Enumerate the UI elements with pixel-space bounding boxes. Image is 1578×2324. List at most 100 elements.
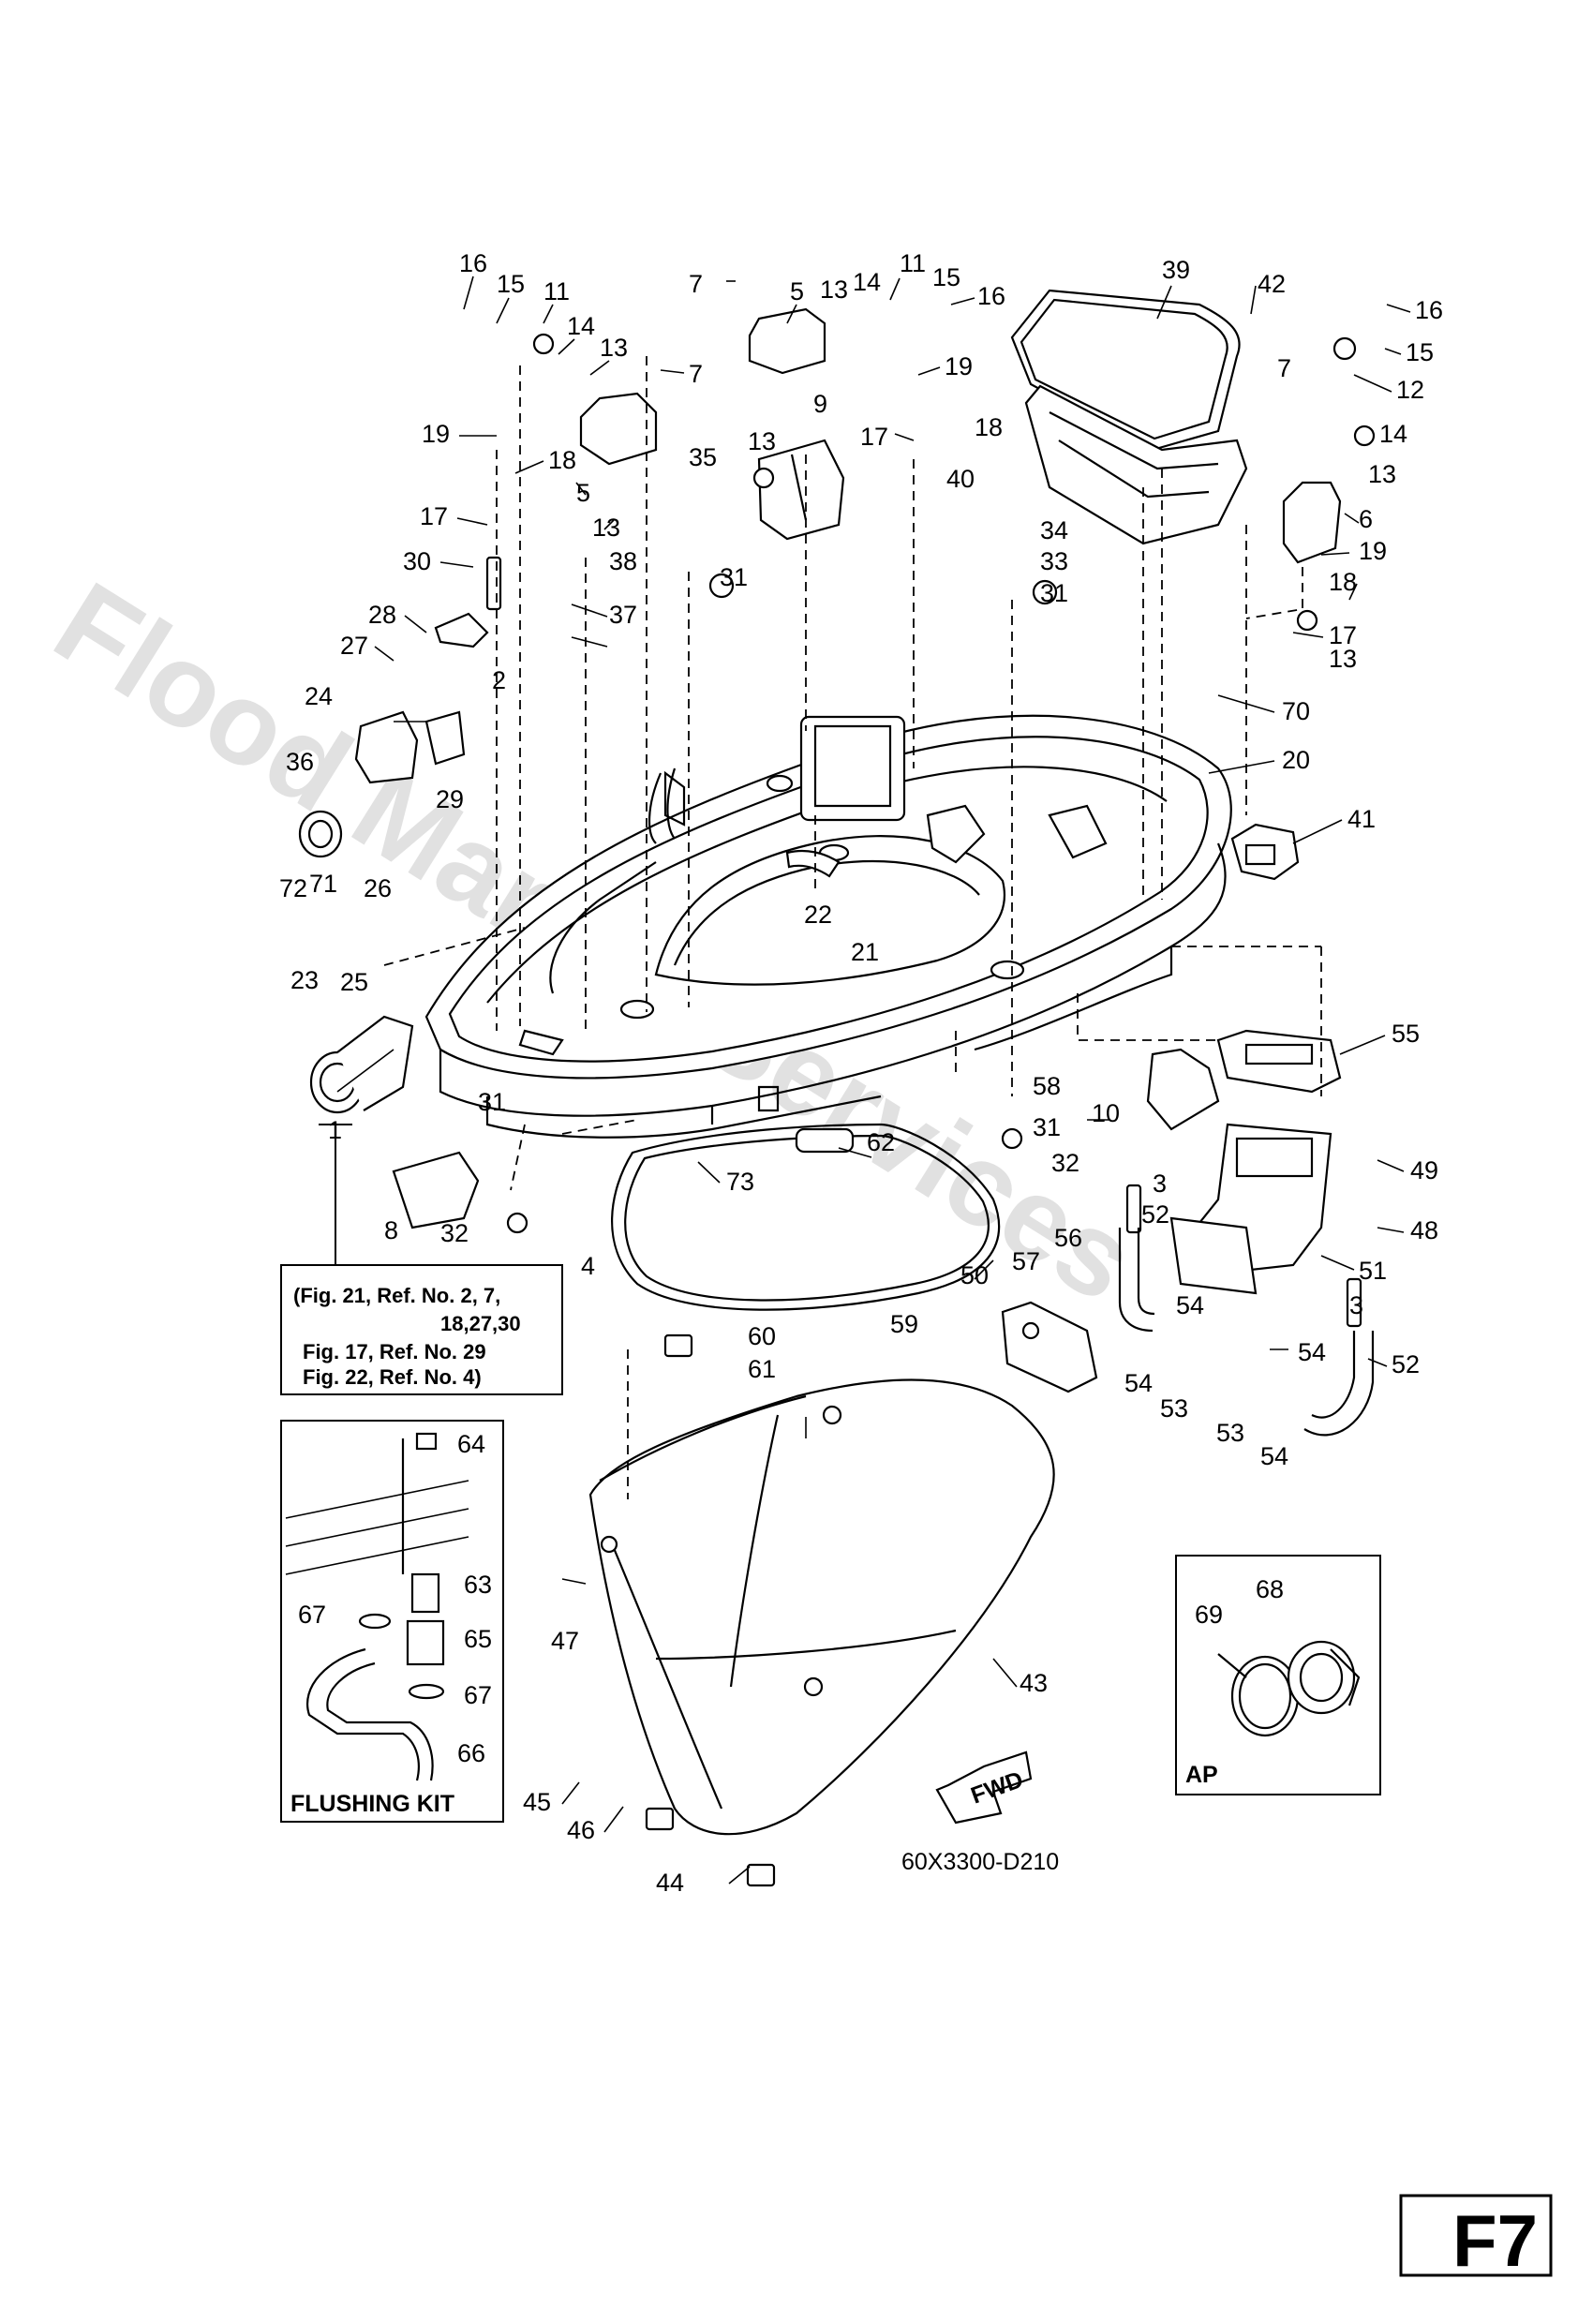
callout-label: 58 — [1033, 1072, 1061, 1100]
callout-label: 12 — [1396, 376, 1424, 404]
lower-cover — [588, 1378, 1055, 1836]
fwd-arrow: FWD — [935, 1750, 1033, 1825]
callout-label: 7 — [689, 270, 703, 298]
callout-label: 68 — [1256, 1575, 1284, 1603]
leader-lines — [336, 276, 1411, 1885]
callout-label: 24 — [305, 682, 333, 710]
callout-label: 19 — [945, 352, 973, 380]
ref-line-2: 18,27,30 — [440, 1312, 521, 1335]
callout-label: 54 — [1298, 1338, 1326, 1366]
callout-label: 7 — [689, 360, 703, 388]
callout-label: 11 — [900, 249, 926, 277]
callout-label: 10 — [1092, 1099, 1120, 1127]
callout-label: 72 — [279, 874, 307, 902]
hoses — [1118, 1228, 1375, 1437]
callout-label: 53 — [1160, 1394, 1188, 1423]
flushing-kit-box: FLUSHING KIT — [280, 1420, 504, 1823]
ap-box-title: AP — [1185, 1762, 1218, 1788]
callout-label: 65 — [464, 1625, 492, 1653]
callout-label: 3 — [1153, 1169, 1167, 1198]
callout-label: 45 — [523, 1788, 551, 1816]
callout-label: 40 — [946, 465, 975, 493]
ap-box: AP — [1175, 1555, 1381, 1795]
callout-label: 52 — [1141, 1200, 1169, 1229]
callout-label: 32 — [440, 1219, 469, 1247]
callout-label: 19 — [422, 420, 450, 448]
callout-label: 13 — [820, 276, 848, 304]
callout-label: 34 — [1040, 516, 1068, 544]
callout-label: 14 — [567, 312, 595, 340]
callout-label: 53 — [1216, 1419, 1244, 1447]
callout-label: 25 — [340, 968, 368, 996]
callout-label: 17 — [860, 423, 888, 451]
callout-label: 16 — [459, 249, 487, 277]
callout-label: 17 — [1329, 621, 1357, 649]
callout-label: 20 — [1282, 746, 1310, 774]
callout-label: 5 — [790, 277, 804, 305]
callout-label: 63 — [464, 1571, 492, 1599]
callout-label: 21 — [851, 938, 879, 966]
callout-label: 59 — [890, 1310, 918, 1338]
callout-label: 60 — [748, 1322, 776, 1350]
callout-label: 31 — [1040, 579, 1068, 607]
callout-label: 73 — [726, 1168, 754, 1196]
callout-label: 1 — [328, 1116, 342, 1144]
callout-label: 17 — [420, 502, 448, 530]
callout-label: 41 — [1347, 805, 1376, 833]
callout-label: 57 — [1012, 1247, 1040, 1275]
callout-label: 35 — [689, 443, 717, 471]
callout-label: 19 — [1359, 537, 1387, 565]
diagram-code: 60X3300-D210 — [901, 1849, 1059, 1875]
callout-label: 2 — [492, 666, 506, 694]
callout-label: 64 — [457, 1430, 485, 1458]
callout-label: 66 — [457, 1739, 485, 1767]
callout-label: 51 — [1359, 1257, 1387, 1285]
callout-label: 4 — [581, 1252, 595, 1280]
callout-label: 61 — [748, 1355, 776, 1383]
callout-label: 54 — [1176, 1291, 1204, 1319]
callout-label: 13 — [600, 334, 628, 362]
callout-label: 11 — [543, 277, 570, 305]
top-cover — [1010, 289, 1248, 545]
callout-label: 15 — [932, 263, 960, 291]
callout-label: 13 — [748, 427, 776, 455]
callout-label: 67 — [298, 1601, 326, 1629]
callout-label: 15 — [497, 270, 525, 298]
callout-label: 33 — [1040, 547, 1068, 575]
callout-label: 22 — [804, 901, 832, 929]
callout-label: 69 — [1195, 1601, 1223, 1629]
callout-label: 42 — [1258, 270, 1286, 298]
callout-label: 50 — [960, 1261, 989, 1289]
callout-label: 46 — [567, 1816, 595, 1844]
callout-label: 3 — [1349, 1291, 1363, 1319]
callout-label: 43 — [1020, 1669, 1048, 1697]
callout-label: 28 — [368, 601, 396, 629]
callout-label: 31 — [1033, 1113, 1061, 1141]
callout-label: 16 — [977, 282, 1005, 310]
callout-label: 29 — [436, 785, 464, 813]
callout-label: 32 — [1051, 1149, 1079, 1177]
callout-label: 18 — [975, 413, 1003, 441]
callout-label: 36 — [286, 748, 314, 776]
callout-label: 39 — [1162, 256, 1190, 284]
bracket-parts — [579, 307, 1342, 564]
callout-label: 15 — [1406, 338, 1434, 366]
ref-line-3: Fig. 17, Ref. No. 29 — [303, 1340, 486, 1363]
callout-label: 49 — [1410, 1156, 1438, 1184]
callout-label: 13 — [1329, 645, 1357, 673]
page-code-box: F7 — [1399, 2194, 1553, 2282]
callout-label: 52 — [1392, 1350, 1420, 1378]
callout-label: 47 — [551, 1627, 579, 1655]
callout-label: 6 — [1359, 505, 1373, 533]
callouts: 16 15 11 14 13 7 19 18 5 17 13 30 38 28 … — [279, 249, 1443, 1897]
callout-label: 9 — [813, 390, 827, 418]
page-code: F7 — [1452, 2199, 1538, 2282]
callout-label: 54 — [1260, 1442, 1288, 1470]
callout-label: 14 — [853, 268, 881, 296]
callout-label: 7 — [1277, 354, 1291, 382]
callout-label: 23 — [290, 966, 319, 994]
callout-label: 8 — [384, 1216, 398, 1244]
callout-label: 30 — [403, 547, 431, 575]
ref-line-1: (Fig. 21, Ref. No. 2, 7, — [293, 1284, 500, 1307]
